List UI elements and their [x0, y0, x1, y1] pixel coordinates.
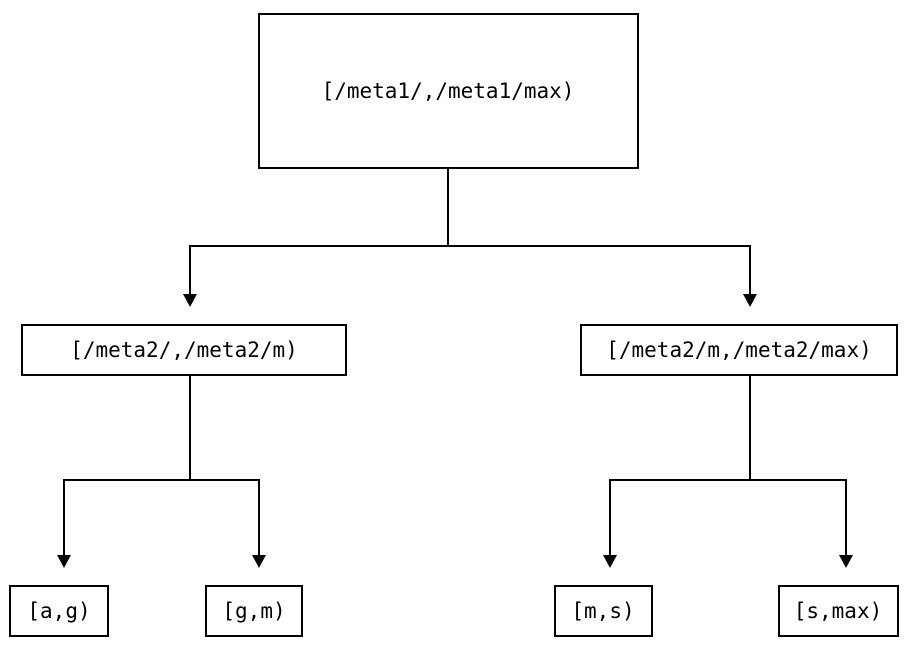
- edge-root-to-mid-left: [183, 169, 449, 307]
- tree-node-leaf-1-box[interactable]: [9, 585, 109, 637]
- tree-node-root-label: [/meta1/,/meta1/max): [322, 79, 575, 103]
- tree-node-root-box[interactable]: [258, 13, 639, 169]
- tree-node-mid-left-label: [/meta2/,/meta2/m): [70, 338, 298, 362]
- tree-node-mid-right-box[interactable]: [580, 324, 898, 376]
- tree-node-leaf-3-box[interactable]: [554, 585, 653, 637]
- edge-mid-right-to-leaf-3: [603, 376, 751, 568]
- tree-node-mid-left[interactable]: [/meta2/,/meta2/m): [21, 324, 347, 376]
- arrow-icon-root-mid-right: [743, 294, 757, 307]
- tree-node-leaf-1-label: [a,g): [27, 599, 90, 623]
- edge-path-mid-left-leaf-2: [189, 376, 260, 555]
- edge-mid-left-to-leaf-1: [57, 376, 191, 568]
- arrow-icon-mid-left-leaf-2: [252, 555, 266, 568]
- tree-node-leaf-2-label: [g,m): [222, 599, 285, 623]
- tree-node-leaf-3-label: [m,s): [571, 599, 634, 623]
- arrow-icon-root-mid-left: [183, 294, 197, 307]
- edge-root-to-mid-right: [447, 169, 757, 307]
- tree-node-mid-left-box[interactable]: [21, 324, 347, 376]
- tree-node-leaf-2-box[interactable]: [205, 585, 303, 637]
- tree-node-mid-right-label: [/meta2/m,/meta2/max): [606, 338, 872, 362]
- tree-node-leaf-4-label: [s,max): [794, 599, 883, 623]
- tree-node-leaf-2[interactable]: [g,m): [205, 585, 303, 637]
- edge-path-mid-right-leaf-3: [609, 376, 751, 555]
- edge-path-root-mid-left: [189, 169, 449, 294]
- edge-mid-left-to-leaf-2: [189, 376, 266, 568]
- tree-node-leaf-4[interactable]: [s,max): [778, 585, 899, 637]
- arrow-icon-mid-right-leaf-3: [603, 555, 617, 568]
- edge-path-mid-left-leaf-1: [63, 376, 191, 555]
- tree-node-leaf-1[interactable]: [a,g): [9, 585, 109, 637]
- edge-mid-right-to-leaf-4: [749, 376, 853, 568]
- arrow-icon-mid-left-leaf-1: [57, 555, 71, 568]
- tree-node-root[interactable]: [/meta1/,/meta1/max): [258, 13, 639, 169]
- tree-node-mid-right[interactable]: [/meta2/m,/meta2/max): [580, 324, 898, 376]
- tree-node-leaf-4-box[interactable]: [778, 585, 899, 637]
- arrow-icon-mid-right-leaf-4: [839, 555, 853, 568]
- tree-node-leaf-3[interactable]: [m,s): [554, 585, 653, 637]
- edge-path-mid-right-leaf-4: [749, 376, 847, 555]
- edge-path-root-mid-right: [447, 169, 751, 294]
